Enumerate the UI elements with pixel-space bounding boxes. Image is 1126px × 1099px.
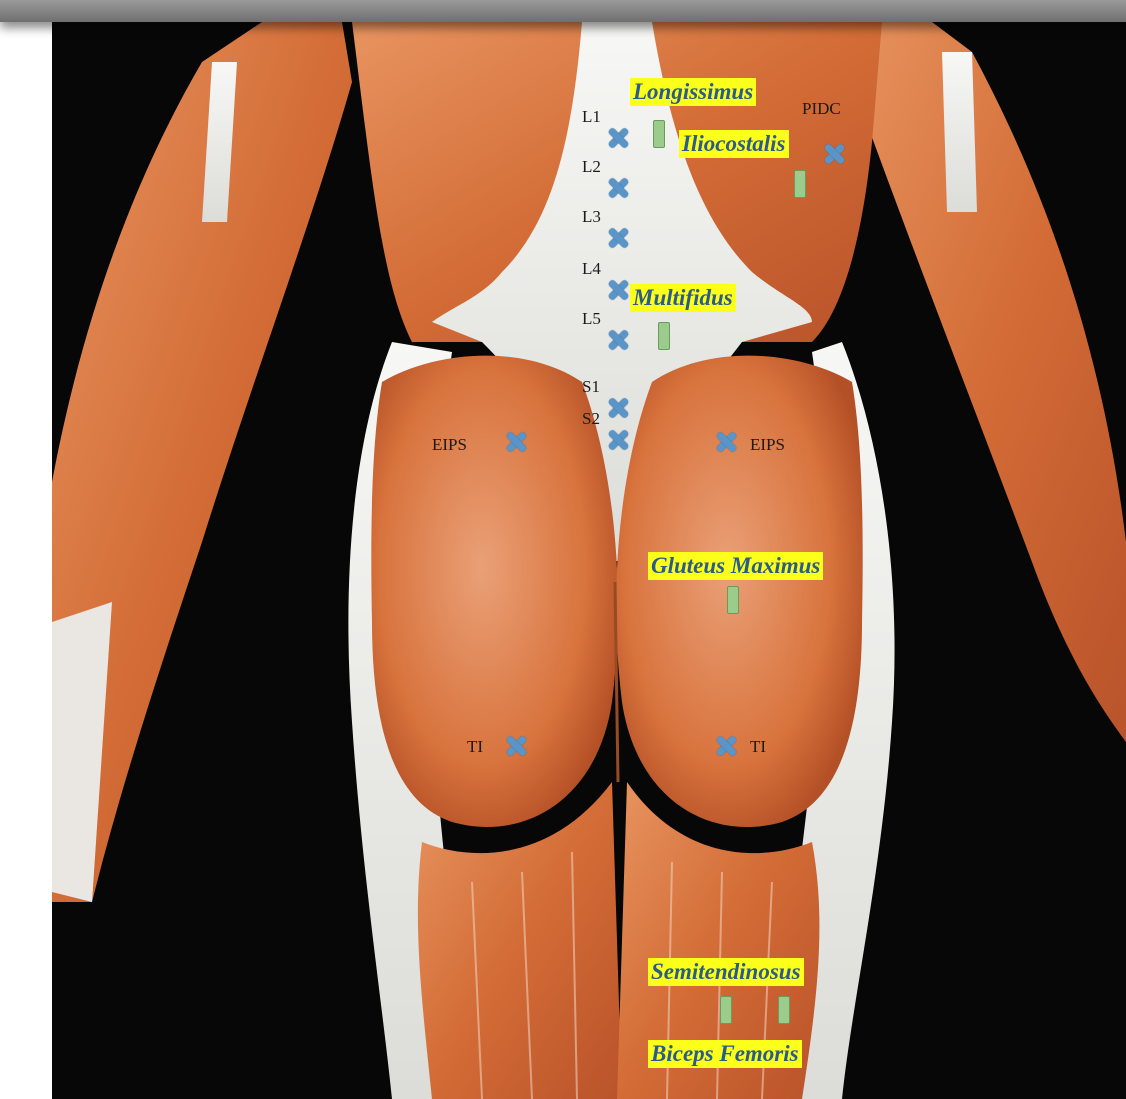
eips-right-marker-icon <box>716 432 736 452</box>
l3-label: L3 <box>582 208 601 226</box>
s2-label: S2 <box>582 410 600 428</box>
ti-right-marker-icon <box>716 736 736 756</box>
gluteus-maximus-label: Gluteus Maximus <box>648 552 823 580</box>
s1-label: S1 <box>582 378 600 396</box>
l1-label: L1 <box>582 108 601 126</box>
semitendinosus-electrode-icon <box>720 996 732 1024</box>
longissimus-electrode-icon <box>653 120 665 148</box>
pidc-marker-icon <box>824 144 844 164</box>
multifidus-electrode-icon <box>658 322 670 350</box>
left-gluteus <box>371 356 618 827</box>
eips-left-marker-icon <box>506 432 526 452</box>
l4-marker-icon <box>608 280 628 300</box>
ti-left-marker-icon <box>506 736 526 756</box>
ti-right-label: TI <box>750 738 766 756</box>
l3-marker-icon <box>608 228 628 248</box>
biceps-femoris-electrode-icon <box>778 996 790 1024</box>
anatomy-illustration: Longissimus Iliocostalis Multifidus Glut… <box>52 22 1126 1099</box>
ti-left-label: TI <box>467 738 483 756</box>
right-gluteus <box>616 356 863 827</box>
longissimus-label: Longissimus <box>630 78 756 106</box>
l5-label: L5 <box>582 310 601 328</box>
right-arm-tendon <box>942 52 977 212</box>
left-hamstrings <box>418 782 622 1099</box>
l2-marker-icon <box>608 178 628 198</box>
gluteus-maximus-electrode-icon <box>727 586 739 614</box>
semitendinosus-label: Semitendinosus <box>648 958 804 986</box>
biceps-femoris-label: Biceps Femoris <box>648 1040 802 1068</box>
l2-label: L2 <box>582 158 601 176</box>
eips-right-label: EIPS <box>750 436 785 454</box>
posterior-muscles-drawing <box>52 22 1126 1099</box>
eips-left-label: EIPS <box>432 436 467 454</box>
l4-label: L4 <box>582 260 601 278</box>
l5-marker-icon <box>608 330 628 350</box>
iliocostalis-electrode-icon <box>794 170 806 198</box>
s1-marker-icon <box>608 398 628 418</box>
s2-marker-icon <box>608 430 628 450</box>
l1-marker-icon <box>608 128 628 148</box>
pidc-label: PIDC <box>802 100 841 118</box>
multifidus-label: Multifidus <box>630 284 736 312</box>
window-top-bar <box>0 0 1126 22</box>
iliocostalis-label: Iliocostalis <box>679 130 789 158</box>
